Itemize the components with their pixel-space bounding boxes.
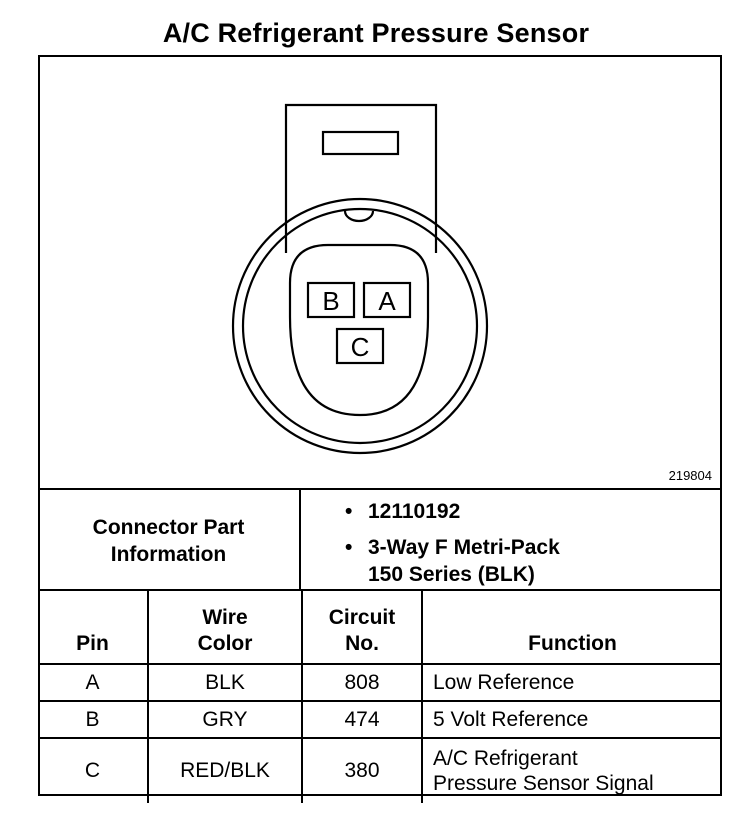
connector-part-info-label-line1: Connector Part [92,515,245,539]
connector-part-info-list: • 12110192 • 3-Way F Metri-Pack 150 Seri… [343,498,560,597]
connector-part-number-text: 12110192 [368,500,461,523]
connector-face [288,243,430,417]
connector-part-info-label-line2: Information [110,542,227,566]
cell-pin: C [38,737,149,803]
connector-notch [343,210,375,223]
pin-table-header: Pin Wire Color Circuit No. Function [38,589,722,665]
pin-table: Pin Wire Color Circuit No. Function A BL… [38,589,722,803]
connector-part-info: Connector Part Information • 12110192 • … [38,488,722,591]
bullet-icon: • [345,500,353,523]
cell-wire-color: RED/BLK [147,737,303,803]
cell-pin: A [38,663,149,702]
cell-circuit: 380 [301,737,423,803]
connector-type-line2: 150 Series (BLK) [368,563,535,586]
connector-lock-window [321,130,400,156]
connector-inner-ring [241,207,479,445]
header-wire-line1: Wire [202,606,248,629]
cell-circuit: 808 [301,663,423,702]
pin-c-box [335,327,385,365]
bullet-icon: • [345,536,353,559]
cell-function-line1: Low Reference [433,671,575,694]
connector-outer-ring [231,197,489,455]
header-circuit-no: Circuit No. [301,589,423,665]
header-pin: Pin [38,589,149,665]
cell-wire-color: BLK [147,663,303,702]
connector-lock-tab [284,103,438,253]
pin-a-box [362,281,412,319]
cell-pin: B [38,700,149,739]
cell-function: A/C Refrigerant Pressure Sensor Signal [421,737,722,803]
table-row: A BLK 808 Low Reference [38,663,722,702]
connector-part-number: • 12110192 [343,498,560,525]
cell-function-line1: A/C Refrigerant [433,747,578,770]
connector-type: • 3-Way F Metri-Pack 150 Series (BLK) [343,534,560,588]
table-row: C RED/BLK 380 A/C Refrigerant Pressure S… [38,737,722,803]
figure-id: 219804 [668,468,712,483]
header-wire-line2: Color [197,632,253,655]
cell-function-line1: 5 Volt Reference [433,708,589,731]
connector-diagram: B A C [231,103,489,455]
table-row: B GRY 474 5 Volt Reference [38,700,722,739]
connector-part-info-label: Connector Part Information [38,490,301,591]
cell-wire-color: GRY [147,700,303,739]
cell-function: 5 Volt Reference [421,700,722,739]
pin-b-label: B [322,286,339,316]
header-circuit-line2: No. [345,632,379,655]
header-wire-color: Wire Color [147,589,303,665]
connector-type-line1: 3-Way F Metri-Pack [368,536,560,559]
pin-a-label: A [378,286,396,316]
header-circuit-line1: Circuit [328,606,396,629]
cell-function: Low Reference [421,663,722,702]
pin-b-box [306,281,356,319]
cell-function-line2: Pressure Sensor Signal [433,772,654,795]
pin-c-label: C [351,332,370,362]
header-function: Function [421,589,722,665]
page-title: A/C Refrigerant Pressure Sensor [162,18,590,48]
cell-circuit: 474 [301,700,423,739]
